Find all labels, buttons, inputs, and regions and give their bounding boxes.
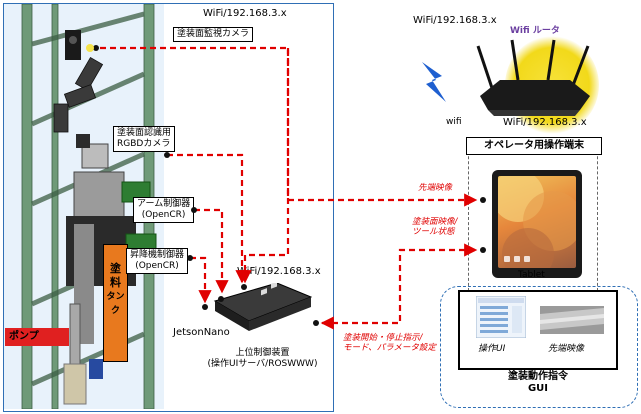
robot-frame [3,3,334,412]
command-arrow-label: 塗装開始・停止指示/ モード、パラメータ設定 [343,333,436,353]
rgbd-camera-label: 塗装面認識用 RGBDカメラ [113,126,176,152]
tip-video-label: 先端映像 [548,344,585,354]
arm-controller-label: アーム制御器 (OpenCR) [133,197,195,223]
wifi-word: wifi [446,117,462,127]
controller-wifi-label: WiFi/192.168.3.x [237,266,321,277]
paint-tank-label: 塗 料 タンク [106,262,125,316]
tablet-label: Tablet [518,270,545,280]
router-title: Wifi ルータ [510,26,560,36]
robot-wifi-label: WiFi/192.168.3.x [203,8,287,19]
jetson-label: JetsonNano [173,327,230,338]
terminal-title: オペレータ用操作端末 [466,137,602,155]
router-wifi-top-label: WiFi/192.168.3.x [413,15,497,26]
controller-device [213,283,312,331]
paint-tank [103,244,128,362]
tablet-wallpaper [498,176,576,268]
operation-ui-label: 操作UI [478,344,506,354]
gui-frame [440,286,638,408]
tip-video-thumbnail [540,306,604,334]
pump-label: ポンプ [5,328,69,346]
lift-controller-label: 昇降機制御器 (OpenCR) [126,248,189,274]
operation-ui-thumbnail[interactable] [476,296,526,338]
paint-video-arrow-label: 塗装面映像/ ツール状態 [412,217,458,237]
tip-video-arrow-label: 先端映像 [418,183,453,193]
controller-name: 上位制御装置 (操作UIサーバ/ROSWWW) [207,348,318,369]
camera-monitor-label: 塗装面監視カメラ [173,27,254,42]
router-icon [476,39,590,116]
gui-caption: 塗装動作指令 GUI [508,371,568,394]
router-ip-label: WiFi/192.168.3.x [503,117,587,128]
